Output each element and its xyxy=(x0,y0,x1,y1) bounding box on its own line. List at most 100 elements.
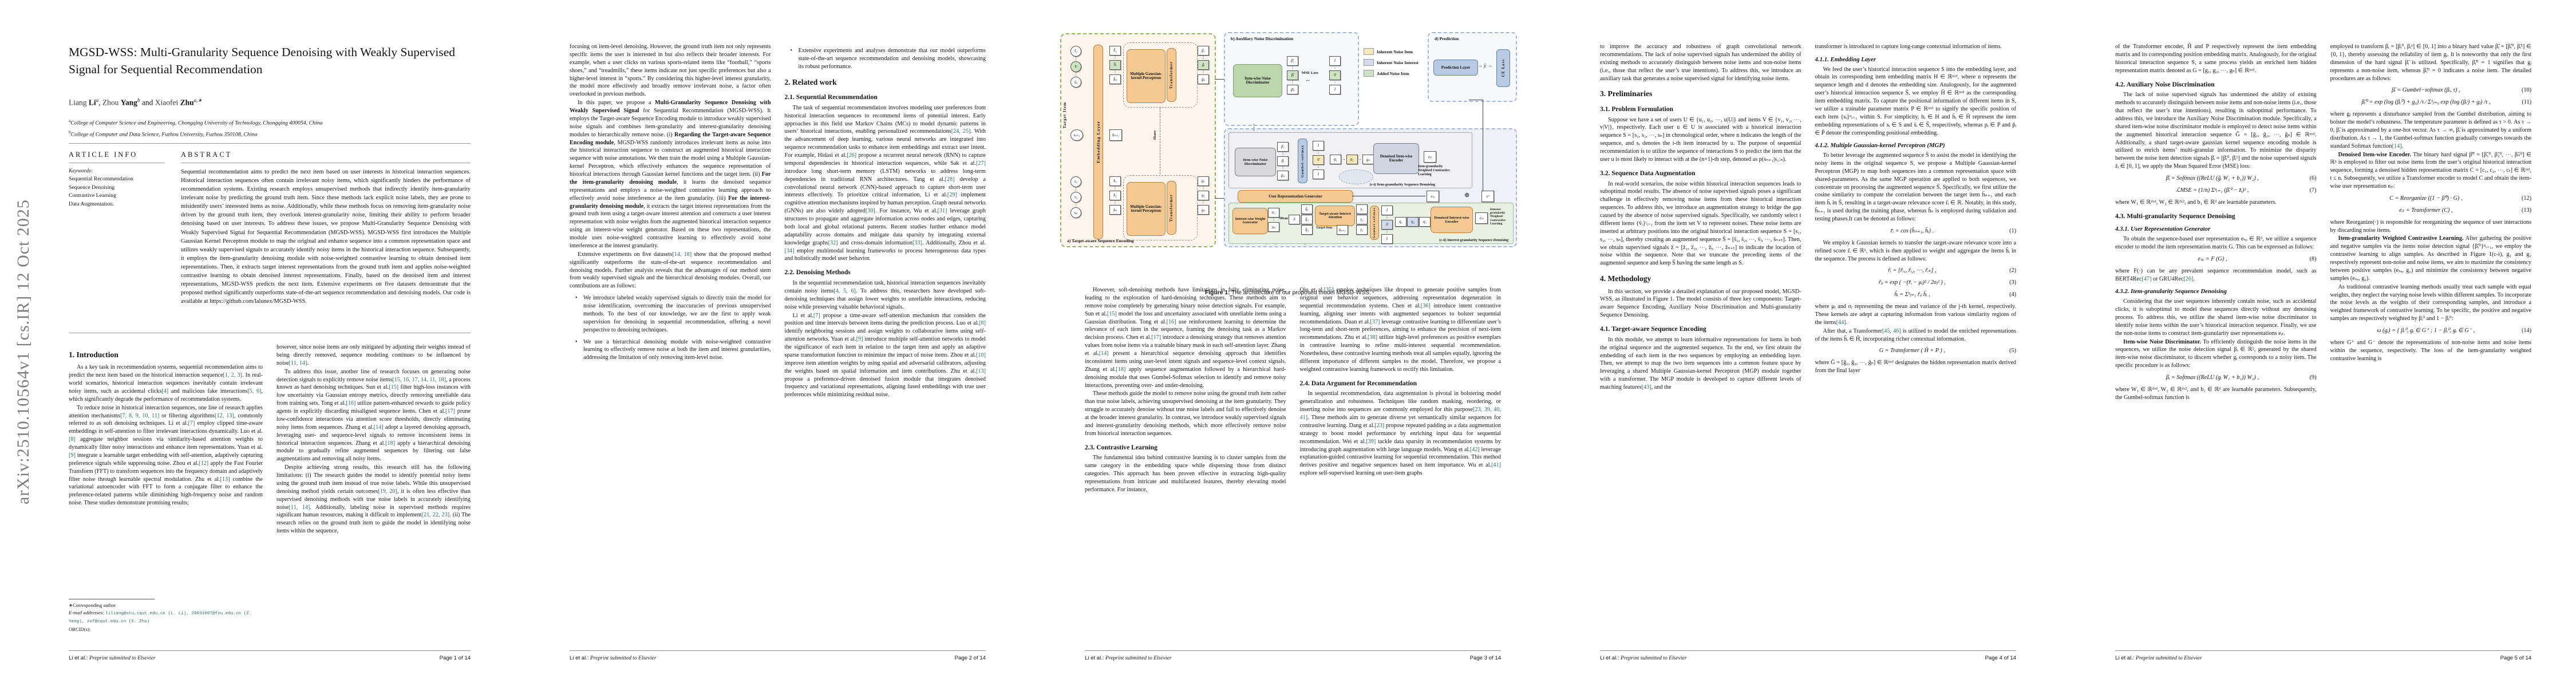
citation-ref: [34] xyxy=(784,247,795,254)
keyword: Data Augmentation. xyxy=(69,201,114,208)
affiliations: aCollege of Computer Science and Enginee… xyxy=(69,117,323,140)
paragraph: These methods guide the model to remove … xyxy=(1085,390,1286,437)
figure-token: 1 xyxy=(1313,141,1324,151)
paragraph: Extensive experiments on five datasets[1… xyxy=(570,251,771,290)
paragraph: Suppose we have a set of users U ∈ {u₁, … xyxy=(1600,116,1801,163)
paragraph: of the Transformer encoder, Ĥ and P resp… xyxy=(2115,44,2317,74)
citation-ref: [42] xyxy=(1469,446,1480,453)
citation-ref: [8] xyxy=(69,436,76,443)
corresponding-author-note: ∗Corresponding author xyxy=(69,602,116,608)
panel-d-label: d) Prediction xyxy=(1435,36,1459,41)
ese-token: eₛₑ xyxy=(1427,191,1439,202)
paragraph: The task of sequential recommendation in… xyxy=(784,104,986,262)
bullet-item: •Extensive experiments and analyses demo… xyxy=(790,48,986,70)
prediction-layer-box: Prediction Layer xyxy=(1433,60,1478,76)
alpha-tokens: α₁⋮αₙ xyxy=(1268,208,1279,232)
figure-token: h₂ xyxy=(1109,191,1121,200)
subsection-heading: 4.3. Multi-granularity Sequence Denoisin… xyxy=(2115,212,2235,220)
author-last: Zhu xyxy=(180,98,194,107)
paragraph: where Ḡ = [ḡ₁, ḡ₂, ⋯, ḡₙ] ∈ ℝⁿˣᵈ designa… xyxy=(1815,360,2017,374)
paper-title: MGSD-WSS: Multi-Granularity Sequence Den… xyxy=(69,45,456,77)
column-left: focusing on item-level denoising. Howeve… xyxy=(570,43,771,400)
paragraph: However, soft-denoising methods have lim… xyxy=(1085,287,1286,389)
citation-ref: [13] xyxy=(976,368,986,374)
paragraph: where μⱼ and σⱼ representing the mean an… xyxy=(1815,303,2017,326)
figure-token: h̄ᵢ xyxy=(1109,60,1121,70)
citation-ref: [15] xyxy=(1107,310,1117,317)
citation-ref: [7] xyxy=(188,420,195,427)
legend-item: Inherent Noise Interest xyxy=(1364,59,1419,66)
paragraph: employed to transform βᵢ = [βᵢ⁰, βᵢ¹] ∈ … xyxy=(2330,44,2532,82)
citation-ref: [44] xyxy=(1836,319,1846,326)
figure-token: s̄ₙ xyxy=(1070,77,1081,88)
paragraph: Item-granularity Weighted Contrastive Le… xyxy=(2330,235,2532,282)
shared-encoder-outline-top xyxy=(1123,42,1198,108)
citation-ref: [33] xyxy=(912,239,922,246)
subsection-heading: 4.3.2. Item-granularity Sequence Denoisi… xyxy=(2115,288,2227,295)
ein-token: eᵢₙ xyxy=(1475,212,1488,224)
figure-token: βᵢ xyxy=(1277,156,1289,166)
hard-signal-tokens-2: 1↓0↓1 xyxy=(1381,206,1393,244)
keyword: Contrastive Learning xyxy=(69,192,116,199)
figure-token: q̄₂ xyxy=(1301,215,1313,224)
paragraph: where G⁺ and G⁻ denote the representatio… xyxy=(2330,339,2532,362)
author-sup: b xyxy=(137,97,140,103)
citation-ref: [17] xyxy=(1151,334,1161,341)
target-aware-interest-attention-box: Target-aware Interest Attention xyxy=(1315,206,1355,226)
h-aug-tokens: h̄₁⋮h̄ᵢ⋮h̄ₙ xyxy=(1109,46,1121,84)
paragraph: where F(·) can be any prevalent sequence… xyxy=(2115,267,2317,282)
figure-token: ḡ₁ xyxy=(1198,46,1209,56)
figure-token: hₙ xyxy=(1109,205,1121,215)
section-heading: 3. Preliminaries xyxy=(1600,89,1653,98)
bullet-item: •We introduce labeled weakly supervised … xyxy=(575,295,771,333)
noise-supervised-signal-tokens: 1↓0↓1 xyxy=(1329,56,1341,94)
citation-ref: [11, 14] xyxy=(289,504,310,511)
email-note: E-mail addresses: liliang@stu.cqut.edu.c… xyxy=(69,609,252,625)
gumbel-softmax-box: Gumbel-softmax xyxy=(1298,139,1307,183)
paragraph: To better leverage the augmented sequenc… xyxy=(1815,152,2017,223)
figure-token: α₁ xyxy=(1268,208,1279,218)
figure-token: q̄₃ xyxy=(1301,225,1313,235)
citation-ref: [4, 5, 6] xyxy=(833,287,856,294)
equation: ω (gᵢ) = { βᵢ⁰, gᵢ ∈ G⁺ ; 1 − βᵢ⁰, gᵢ ∈ … xyxy=(2377,327,2531,334)
transformer-box-top: Transformer xyxy=(1167,48,1176,102)
figure-token: q̄₁ xyxy=(1301,204,1313,214)
citation-ref: [29] xyxy=(947,192,957,199)
legend-item: Inherent Noise Item xyxy=(1364,48,1419,55)
paragraph: In this module, we attempt to learn info… xyxy=(1600,336,1801,391)
target-embedding-token-2: hₙ₊₁ xyxy=(1337,225,1348,235)
citation-ref: [12, 13] xyxy=(215,412,234,419)
equation: r̄ᵢ = cos (h̄ₙ₊₁, h̄ᵢ) .(1) xyxy=(1890,227,2016,234)
equation: eₛₑ = F (G) ,(8) xyxy=(2198,255,2317,262)
citation-ref: [12] xyxy=(199,460,209,467)
figure-token: γ₁ xyxy=(1356,204,1368,214)
token-separator: ⋮ xyxy=(1290,80,1295,84)
page-3: a) Target-aware Sequence Encoding Target… xyxy=(1030,0,1546,687)
author-first: Zhou xyxy=(102,98,121,107)
yhat-label: → ŷᵢ → xyxy=(1478,63,1492,68)
token-separator: ⋮ xyxy=(1201,56,1206,60)
abstract-header: ABSTRACT xyxy=(181,151,471,163)
paragraph: Despite achieving strong results, this r… xyxy=(276,464,471,535)
citation-ref: [41] xyxy=(1491,462,1501,469)
citation-ref: [7, 8, 9, 10, 11] xyxy=(120,412,160,419)
column-left: of the Transformer encoder, Ĥ and P resp… xyxy=(2115,43,2317,402)
gumbel-softmax-box-2: Gumbel-softmax xyxy=(1370,206,1379,240)
body-columns: However, soft-denoising methods have lim… xyxy=(1085,286,1501,495)
paragraph: where W₁ ∈ ℝᵈˣᵈ, W₂ ∈ ℝᵈˣ², and b₁ ∈ ℝᵈ … xyxy=(2115,199,2277,206)
paragraph: In this section, we provide a detailed e… xyxy=(1600,288,1801,319)
token-separator: ⋮ xyxy=(1113,186,1117,190)
citation-ref: [16] xyxy=(346,400,356,407)
equation: r̃ᵢⱼ = exp ( −(r̄ᵢ − μⱼ)² / 2σⱼ² ) ,(3) xyxy=(1878,279,2016,286)
paragraph: In the sequential recommendation task, h… xyxy=(784,280,986,310)
body-columns: to improve the accuracy and robustness o… xyxy=(1600,43,2016,392)
email-addresses[interactable]: liliang@stu.cqut.edu.cn (L. Li), 2003100… xyxy=(69,611,252,625)
abstract-text: Sequential recommendation aims to predic… xyxy=(181,169,471,305)
g-tokens: g₁⋮g₂⋮gₙ xyxy=(1198,176,1209,215)
subsection-heading: 4.1. Target-aware Sequence Encoding xyxy=(1600,325,1706,333)
footer-left: Li et al.: Preprint submitted to Elsevie… xyxy=(2115,655,2202,661)
citation-ref: [4] xyxy=(161,388,169,394)
